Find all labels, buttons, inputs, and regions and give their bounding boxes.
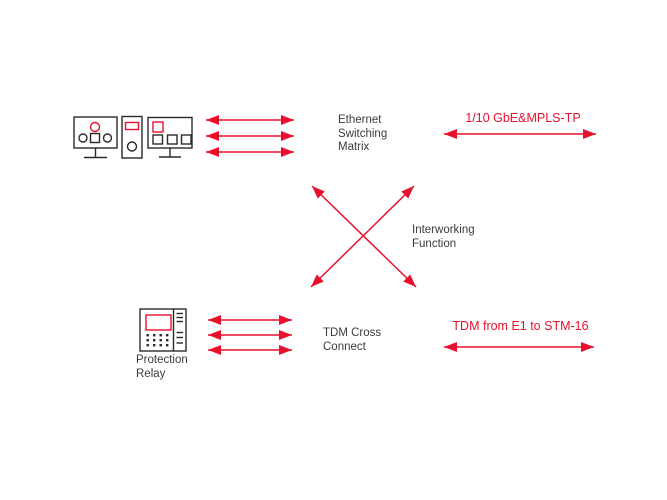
interworking-cross-arrows <box>310 185 417 288</box>
label-gbe-mpls-tp: 1/10 GbE&MPLS-TP <box>465 111 581 125</box>
tower-pc-icon <box>121 115 143 159</box>
label-tdm-cross-connect: TDM Cross Connect <box>323 327 382 353</box>
label-tdm-e1-stm16: TDM from E1 to STM-16 <box>452 319 589 333</box>
protection-relay-device-icon <box>139 308 187 352</box>
label-ethernet-switching-matrix: Ethernet Switching Matrix <box>338 114 388 153</box>
label-interworking-function: Interworking Function <box>412 224 475 250</box>
desktop-computer-icon-left <box>73 116 118 159</box>
tdm-link-arrows <box>208 315 292 355</box>
workstation-icons-group <box>73 115 193 159</box>
label-protection-relay: Protection Relay <box>136 354 188 380</box>
desktop-computer-icon-right <box>147 116 193 158</box>
ethernet-link-arrows <box>206 115 294 157</box>
